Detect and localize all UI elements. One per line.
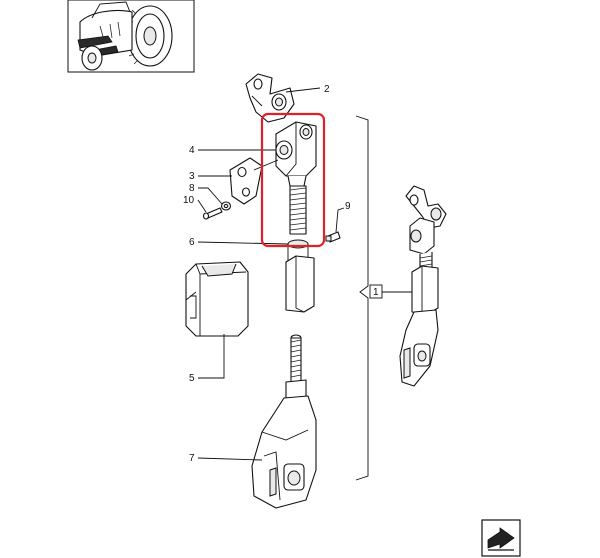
part-7-lower-fork[interactable] <box>251 334 317 509</box>
part-label-4[interactable]: 4 <box>189 145 195 156</box>
leader-line-5 <box>198 334 225 379</box>
part-label-1[interactable]: 1 <box>373 287 379 298</box>
part-label-10[interactable]: 10 <box>183 195 195 206</box>
next-page-arrow-icon[interactable] <box>481 519 521 557</box>
part-9-grease-nipple[interactable] <box>325 231 341 243</box>
part-2-upper-yoke[interactable] <box>245 73 295 123</box>
part-label-3[interactable]: 3 <box>189 171 195 182</box>
threaded-rod[interactable] <box>289 185 307 235</box>
part-4-clevis-fork[interactable] <box>275 121 317 187</box>
part-label-7[interactable]: 7 <box>189 453 195 464</box>
part-3-link-plate[interactable] <box>229 157 279 205</box>
part-label-9[interactable]: 9 <box>345 201 351 212</box>
part-1-complete-assembly[interactable] <box>399 185 447 387</box>
assembly-bracket <box>355 115 369 481</box>
leader-line-2 <box>285 87 321 93</box>
leader-line-6 <box>197 241 289 245</box>
part-label-5[interactable]: 5 <box>189 373 195 384</box>
part-10-bolt[interactable] <box>202 207 223 220</box>
part-label-1-box[interactable]: 1 <box>369 284 383 299</box>
part-label-8[interactable]: 8 <box>189 183 195 194</box>
leader-line-7 <box>197 457 263 461</box>
highlight-box[interactable] <box>260 112 326 248</box>
leader-line-10 <box>197 199 207 213</box>
tractor-thumbnail-icon[interactable] <box>67 0 195 73</box>
part-label-2[interactable]: 2 <box>324 84 330 95</box>
part-label-6[interactable]: 6 <box>189 237 195 248</box>
part-8-washer[interactable] <box>220 201 232 211</box>
part-6-tube[interactable] <box>285 239 315 313</box>
part-5-sleeve-housing[interactable] <box>185 261 249 337</box>
leader-line-8 <box>198 187 223 205</box>
leader-line-9 <box>335 207 345 233</box>
